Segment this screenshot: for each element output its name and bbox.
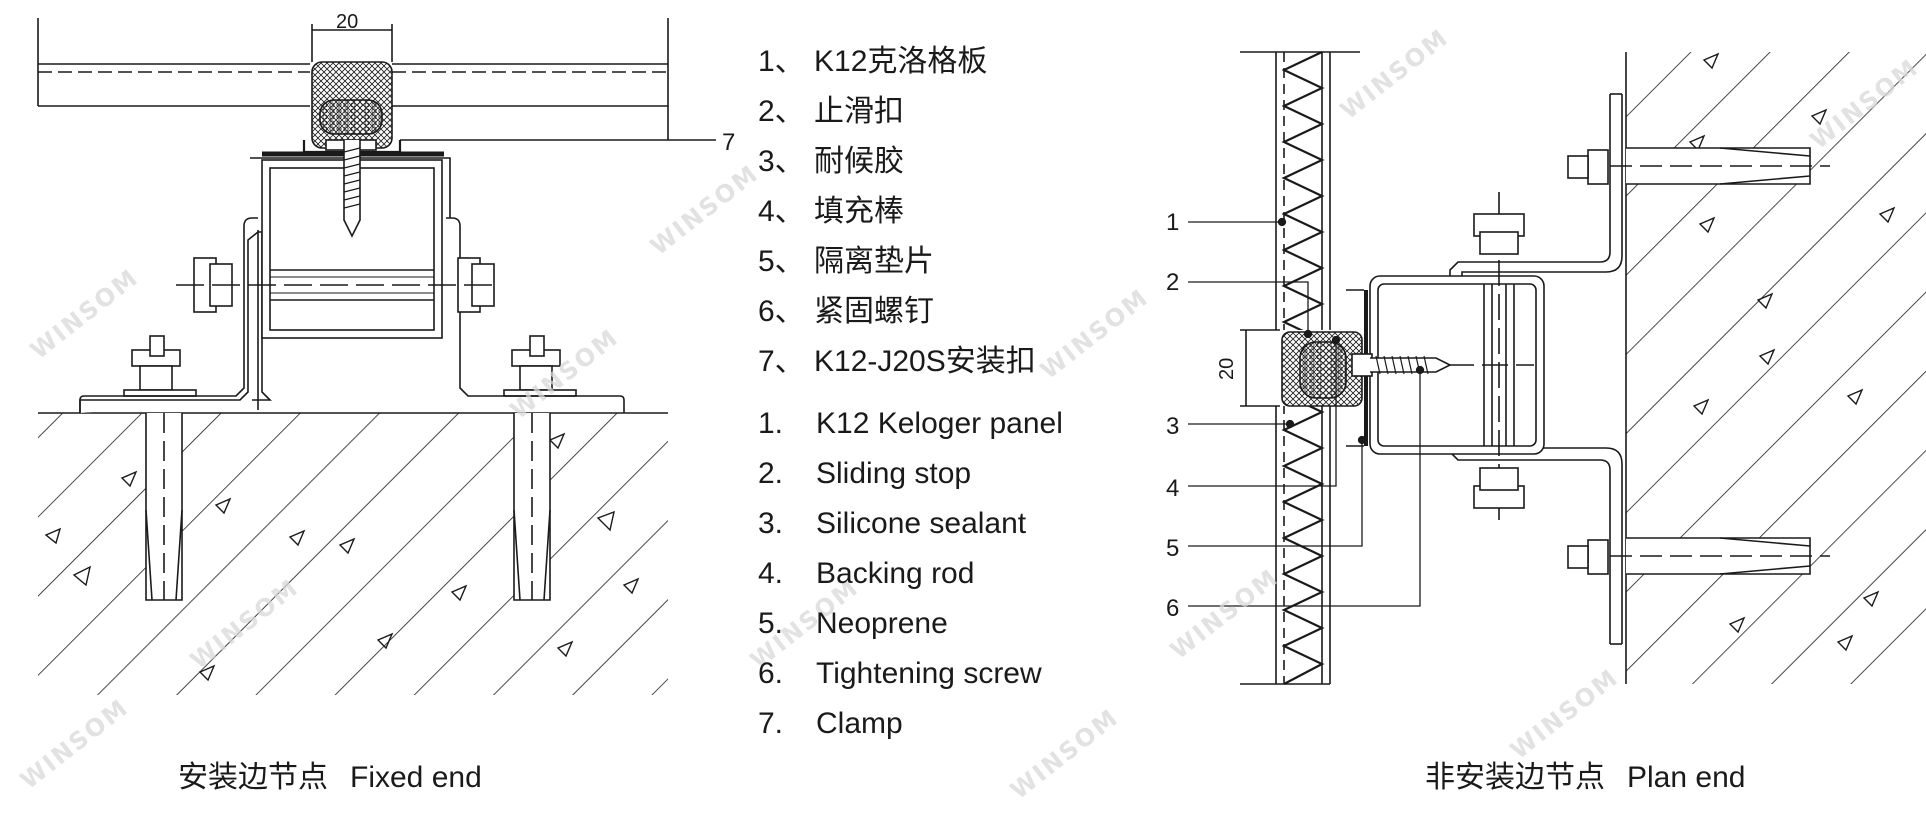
legend-item: 1.K12 Keloger panel [758, 407, 1063, 440]
concrete-wall-plan [1626, 52, 1926, 684]
legend-item: 5、隔离垫片 [758, 245, 934, 278]
callout-3: 3 [1166, 413, 1179, 440]
wall-anchor-top [1567, 147, 1830, 185]
sealant-joint-plan [1274, 289, 1368, 447]
callout-5: 5 [1166, 535, 1179, 562]
through-bolt-plan [1473, 213, 1525, 509]
wall-aggregate [1688, 52, 1896, 652]
panel-fixed [37, 18, 669, 140]
legend-chinese: 1、K12克洛格板 2、止滑扣 3、耐候胶 4、填充棒 5、隔离垫片 6、紧固螺… [758, 37, 1036, 387]
tightening-screw-plan [1351, 353, 1452, 377]
wall-anchor-bottom [1567, 537, 1830, 575]
legend-item: 5.Neoprene [758, 607, 948, 640]
concrete-base-fixed [38, 413, 668, 695]
legend-item: 3.Silicone sealant [758, 507, 1027, 540]
legend-item: 7.Clamp [758, 707, 903, 740]
callout-7: 7 [722, 129, 735, 156]
anchor-bolt-right [503, 335, 577, 601]
callout-leaders [1188, 217, 1425, 607]
legend-item: 6.Tightening screw [758, 657, 1042, 690]
legend-english: 1.K12 Keloger panel 2.Sliding stop 3.Sil… [758, 399, 1063, 749]
legend-item: 7、K12-J20S安装扣 [758, 345, 1036, 378]
caption-plan-end-en: Plan end [1627, 761, 1746, 794]
callout-2: 2 [1166, 269, 1179, 296]
concrete-aggregate [44, 432, 640, 682]
plan-end-detail [1188, 51, 1926, 685]
fixed-end-detail [37, 18, 716, 695]
legend-item: 4.Backing rod [758, 557, 975, 590]
caption-plan-end: 非安装边节点 Plan end [1425, 752, 1745, 796]
caption-fixed-end: 安装边节点 Fixed end [178, 752, 482, 796]
caption-fixed-end-cn: 安装边节点 [178, 761, 328, 794]
tightening-screw-fixed [343, 140, 361, 238]
caption-fixed-end-en: Fixed end [350, 761, 482, 794]
callout-4: 4 [1166, 475, 1179, 502]
legend-item: 4、填充棒 [758, 195, 904, 228]
dimension-20-fixed: 20 [336, 11, 358, 33]
callout-6: 6 [1166, 595, 1179, 622]
through-bolt-fixed [176, 257, 500, 313]
legend-item: 6、紧固螺钉 [758, 295, 934, 328]
legend-item: 1、K12克洛格板 [758, 45, 988, 78]
sealant-joint-fixed [302, 61, 402, 154]
callout-1: 1 [1166, 209, 1179, 236]
bracket-plate-fixed [79, 231, 272, 413]
legend-item: 3、耐候胶 [758, 145, 904, 178]
legend-item: 2、止滑扣 [758, 95, 904, 128]
caption-plan-end-cn: 非安装边节点 [1425, 761, 1605, 794]
anchor-bolt-left [123, 335, 197, 601]
dimension-20-plan: 20 [1216, 358, 1238, 380]
legend-item: 2.Sliding stop [758, 457, 972, 490]
